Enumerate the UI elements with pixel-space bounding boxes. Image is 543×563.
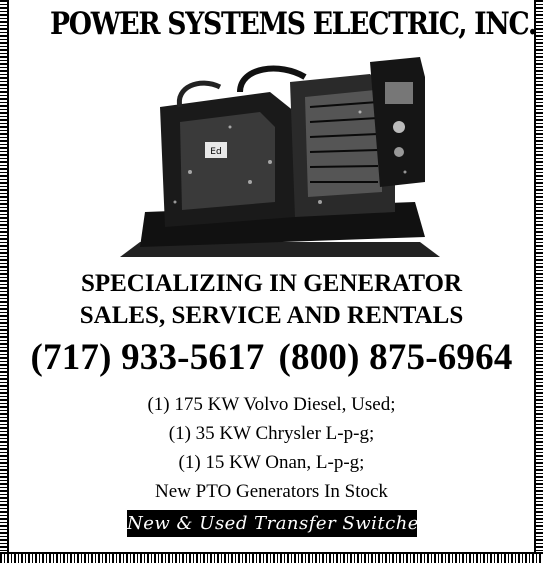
inventory-item: (1) 175 KW Volvo Diesel, Used; bbox=[147, 394, 396, 415]
headline-line-2: SALES, SERVICE AND RENTALS bbox=[79, 302, 464, 329]
phone-numbers: (717) 933-5617 (800) 875-6964 bbox=[10, 336, 533, 379]
generator-icon: Ed bbox=[120, 52, 440, 262]
inventory-item: New PTO Generators In Stock bbox=[155, 481, 388, 502]
inventory-item: (1) 15 KW Onan, L-p-g; bbox=[178, 452, 365, 473]
border-bottom bbox=[0, 552, 543, 563]
headline-line-1: SPECIALIZING IN GENERATOR bbox=[80, 270, 463, 297]
phone-local: (717) 933-5617 bbox=[30, 337, 265, 378]
inventory-item: (1) 35 KW Chrysler L-p-g; bbox=[168, 423, 375, 444]
company-name: POWER SYSTEMS ELECTRIC, INC. bbox=[50, 6, 537, 42]
border-right bbox=[534, 0, 543, 563]
svg-text:Ed: Ed bbox=[210, 147, 221, 157]
transfer-switches-banner: New & Used Transfer Switches bbox=[127, 510, 428, 537]
phone-toll-free: (800) 875-6964 bbox=[278, 337, 513, 378]
border-left bbox=[0, 0, 9, 563]
